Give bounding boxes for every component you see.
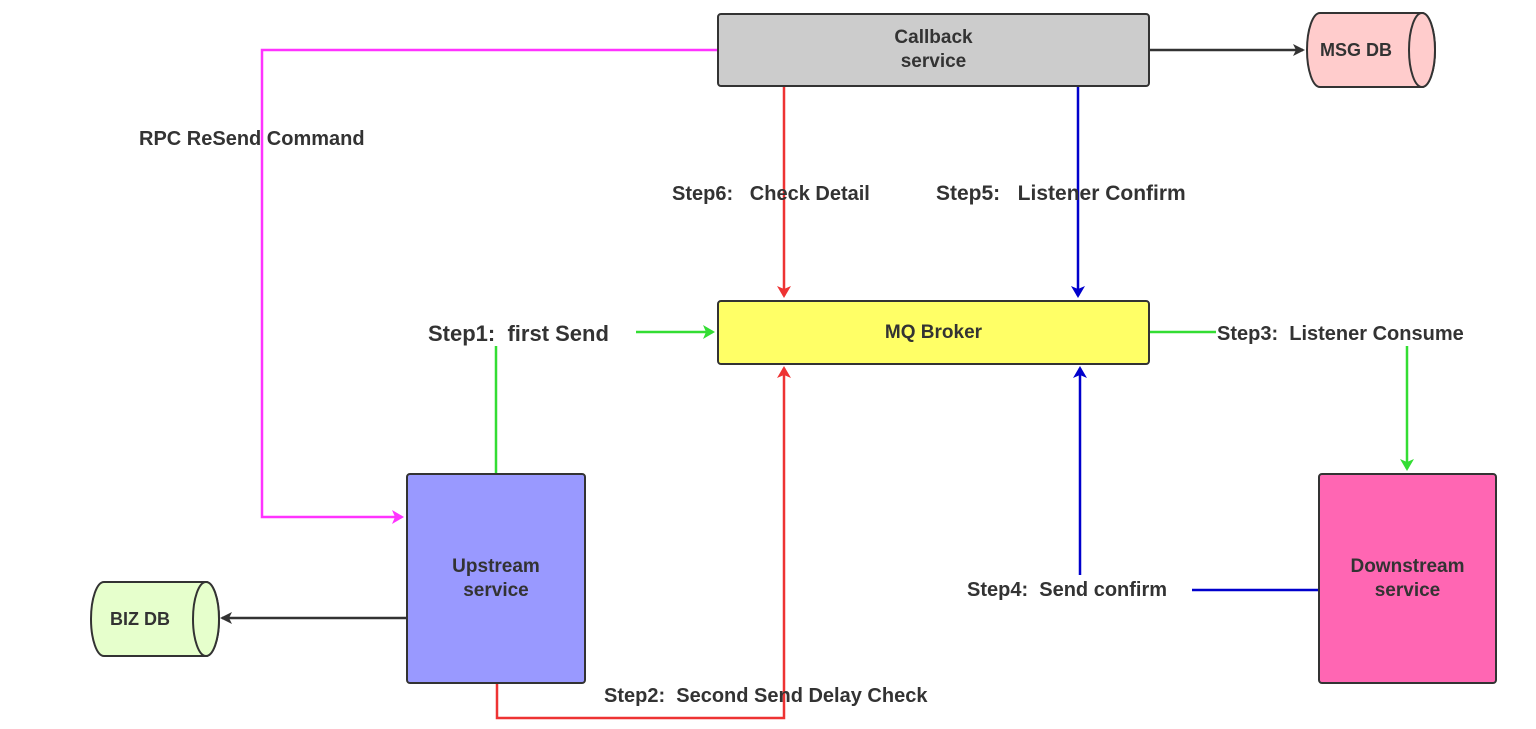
- step3-label: Step3: Listener Consume: [1217, 323, 1464, 345]
- biz-db-label: BIZ DB: [110, 609, 170, 629]
- msg-db-label: MSG DB: [1320, 40, 1392, 60]
- step2-label: Step2: Second Send Delay Check: [604, 685, 928, 707]
- step6-label: Step6: Check Detail: [672, 183, 870, 205]
- callback-label-line1: Callback: [894, 27, 973, 48]
- step5-label: Step5: Listener Confirm: [936, 182, 1186, 205]
- downstream-service-node: Downstream service: [1318, 473, 1497, 684]
- callback-service-node: Callback service: [717, 13, 1150, 87]
- mq-broker-node: MQ Broker: [717, 300, 1150, 365]
- rpc-resend-label: RPC ReSend Command: [139, 128, 365, 150]
- mq-broker-label: MQ Broker: [884, 321, 983, 343]
- upstream-label-line1: Upstream: [452, 555, 540, 577]
- edge-step2: [495, 366, 791, 720]
- downstream-label-line1: Downstream: [1350, 555, 1465, 577]
- upstream-service-node: Upstream service: [406, 473, 586, 684]
- edge-rpc-resend: [260, 48, 717, 524]
- biz-db-cylinder: [90, 581, 220, 657]
- upstream-label-line2: service: [463, 579, 529, 601]
- downstream-label-line2: service: [1374, 579, 1441, 601]
- step4-label: Step4: Send confirm: [967, 579, 1168, 601]
- callback-label-line2: service: [900, 51, 967, 72]
- msg-db-cylinder: [1306, 12, 1436, 88]
- step1-label: Step1: first Send: [428, 321, 609, 346]
